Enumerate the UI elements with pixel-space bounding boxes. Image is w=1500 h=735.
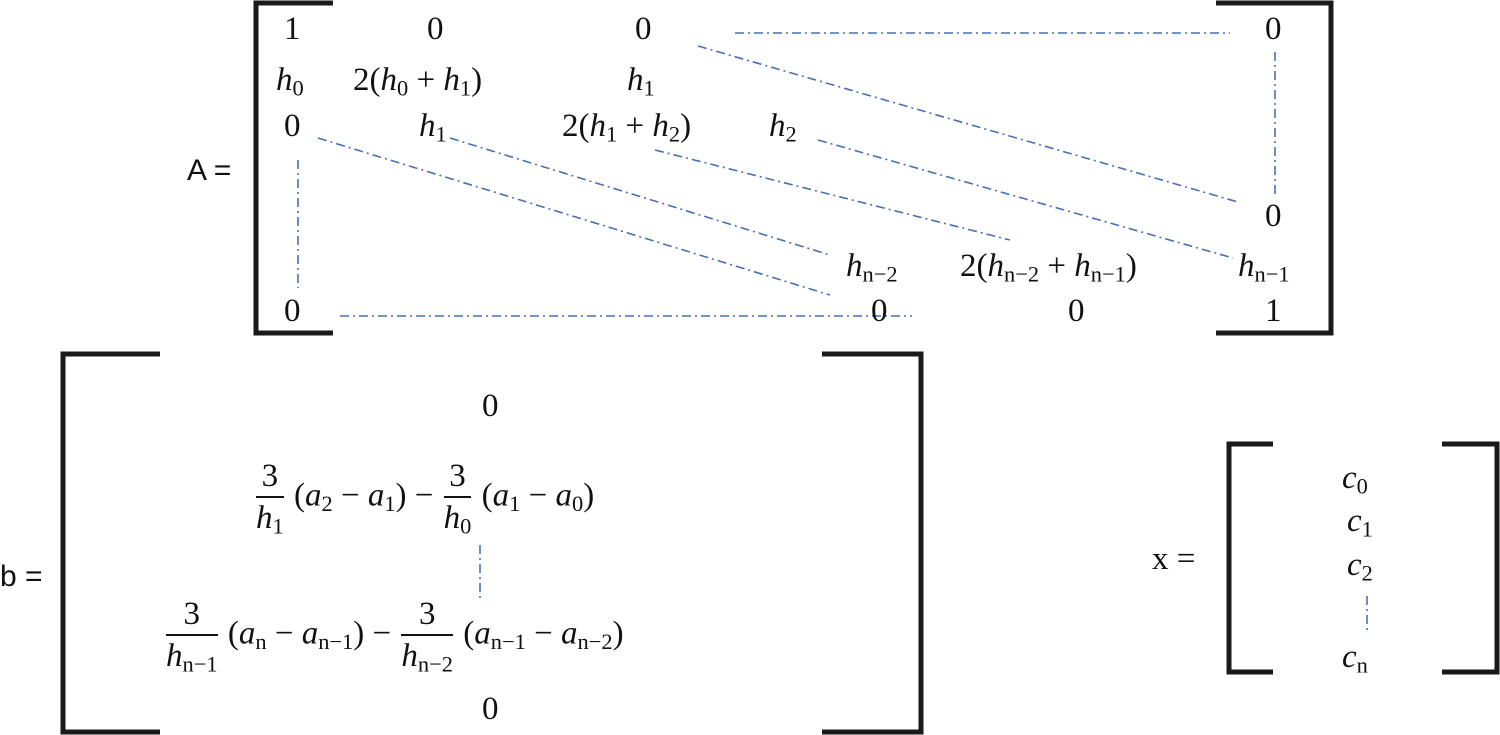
A-r1-c1: 1 [284,11,301,47]
A-r1-c6: 0 [1265,11,1282,47]
A-r6-c5: 0 [1068,293,1085,329]
label-A: A = [187,154,232,187]
A-r2-c2: 2(h0 + h1) [353,62,483,101]
A-r2-c3: h1 [627,62,655,101]
vector-x-right-bracket [1442,441,1500,675]
label-x: x = [1152,541,1196,577]
A-r6-c1: 0 [284,293,301,329]
matrix-brackets [60,0,1500,735]
x-entry-n: cn [1342,639,1368,678]
vector-b-left-bracket [60,351,160,735]
matrix-A-left-bracket [253,0,333,336]
b-r1: 0 [482,388,499,424]
A-main-diagonal-dash [654,149,1011,241]
A-r2-c1: h0 [276,62,304,101]
ellipsis-lines [297,32,1368,632]
vector-x-left-bracket [1226,441,1273,675]
A-h1-diagonal-dash [449,137,831,256]
A-r4-c6: 0 [1265,198,1282,234]
matrix-A-right-bracket [1216,0,1334,336]
A-h2-diagonal-dash [817,139,1234,259]
A-r3-c3: 2(h1 + h2) [562,108,692,147]
A-lower-diagonal-dash [317,137,831,296]
A-r5-c5: 2(hn−2 + hn−1) [960,248,1137,287]
A-r5-c4: hn−2 [846,248,898,287]
A-r6-c6: 1 [1265,293,1282,329]
A-r3-c4: h2 [769,108,797,147]
A-r3-c1: 0 [284,108,301,144]
A-r5-c6: hn−1 [1238,248,1290,287]
x-entry-2: c2 [1347,547,1373,586]
A-r6-c4: 0 [871,293,888,329]
A-r1-c3: 0 [635,11,652,47]
A-r3-c2: h1 [419,108,447,147]
A-r1-c2: 0 [427,11,444,47]
label-b: b = [0,560,43,593]
x-entry-1: c1 [1347,503,1373,542]
x-entry-0: c0 [1342,460,1368,499]
vector-b-right-bracket [822,351,924,735]
b-r4: 0 [482,691,499,727]
